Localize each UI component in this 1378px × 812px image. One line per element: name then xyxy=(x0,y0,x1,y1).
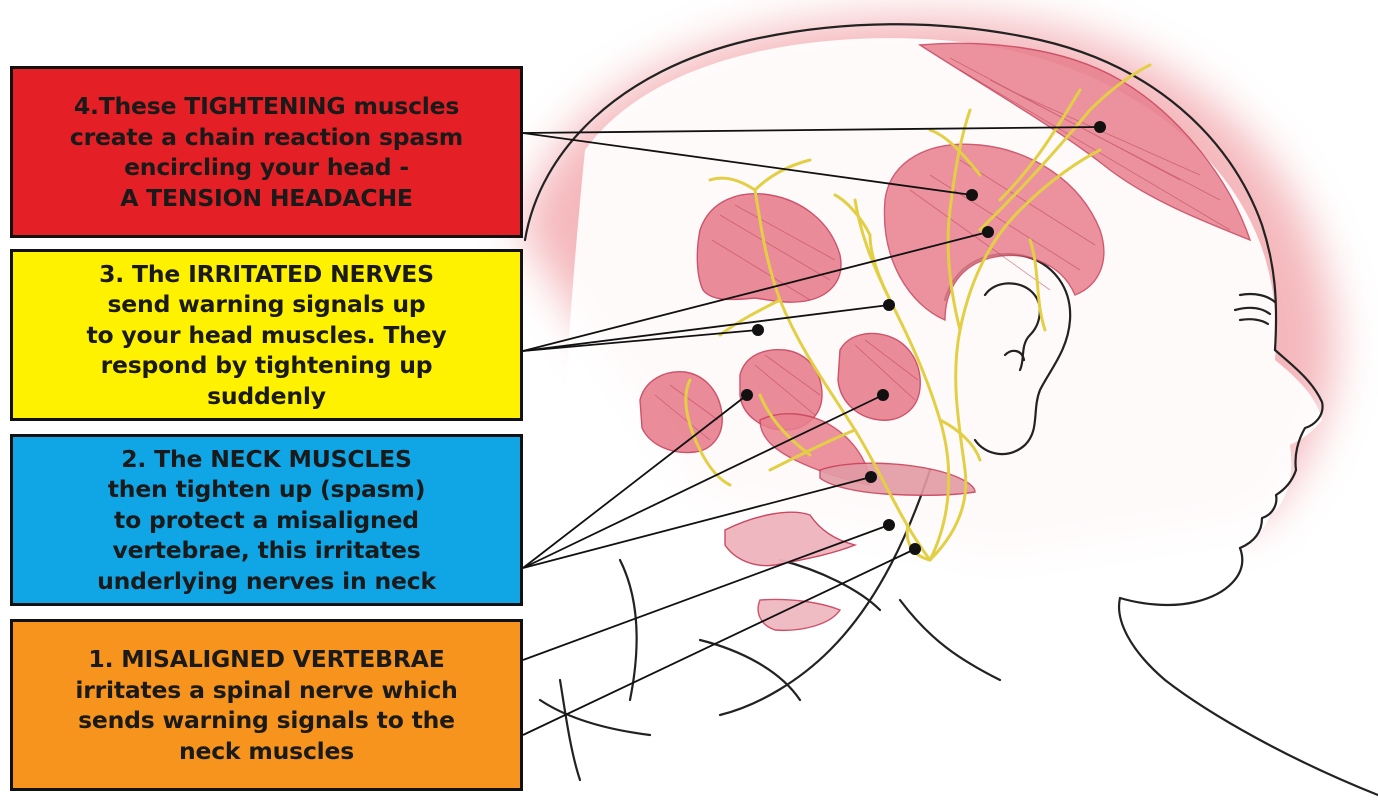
callout-line: create a chain reaction spasm xyxy=(70,122,463,153)
callout-line: send warning signals up xyxy=(108,289,426,320)
callout-box-step-2: 2. The NECK MUSCLES then tighten up (spa… xyxy=(10,434,523,606)
dot-nerve-occipital xyxy=(883,299,895,311)
callout-line: sends warning signals to the xyxy=(78,705,455,736)
callout-line: vertebrae, this irritates xyxy=(112,535,420,566)
dot-temporal xyxy=(966,189,978,201)
callout-line: A TENSION HEADACHE xyxy=(120,183,413,214)
callout-line: suddenly xyxy=(207,381,326,412)
callout-box-step-4: 4.These TIGHTENING muscles create a chai… xyxy=(10,66,523,238)
callout-box-step-1: 1. MISALIGNED VERTEBRAE irritates a spin… xyxy=(10,619,523,791)
callout-line: 1. MISALIGNED VERTEBRAE xyxy=(88,644,444,675)
callout-line: irritates a spinal nerve which xyxy=(75,675,457,706)
callout-line: 4.These TIGHTENING muscles xyxy=(74,91,459,122)
dot-neck-muscle-b xyxy=(877,389,889,401)
dot-scalp xyxy=(1094,121,1106,133)
dot-temporal-lower xyxy=(982,226,994,238)
callout-line: 2. The NECK MUSCLES xyxy=(121,444,412,475)
dot-vertebra-b xyxy=(909,543,921,555)
callout-box-step-3: 3. The IRRITATED NERVES send warning sig… xyxy=(10,249,523,421)
callout-line: 3. The IRRITATED NERVES xyxy=(99,259,434,290)
callout-line: neck muscles xyxy=(179,736,354,767)
dot-occipital xyxy=(752,324,764,336)
callout-line: then tighten up (spasm) xyxy=(108,474,426,505)
dot-vertebra-a xyxy=(883,519,895,531)
dot-neck-muscle-c xyxy=(865,471,877,483)
callout-line: respond by tightening up xyxy=(101,350,433,381)
callout-line: to protect a misaligned xyxy=(114,505,419,536)
dot-neck-muscle-a xyxy=(741,389,753,401)
callout-line: underlying nerves in neck xyxy=(97,566,436,597)
callout-line: to your head muscles. They xyxy=(86,320,446,351)
callout-line: encircling your head - xyxy=(124,152,409,183)
